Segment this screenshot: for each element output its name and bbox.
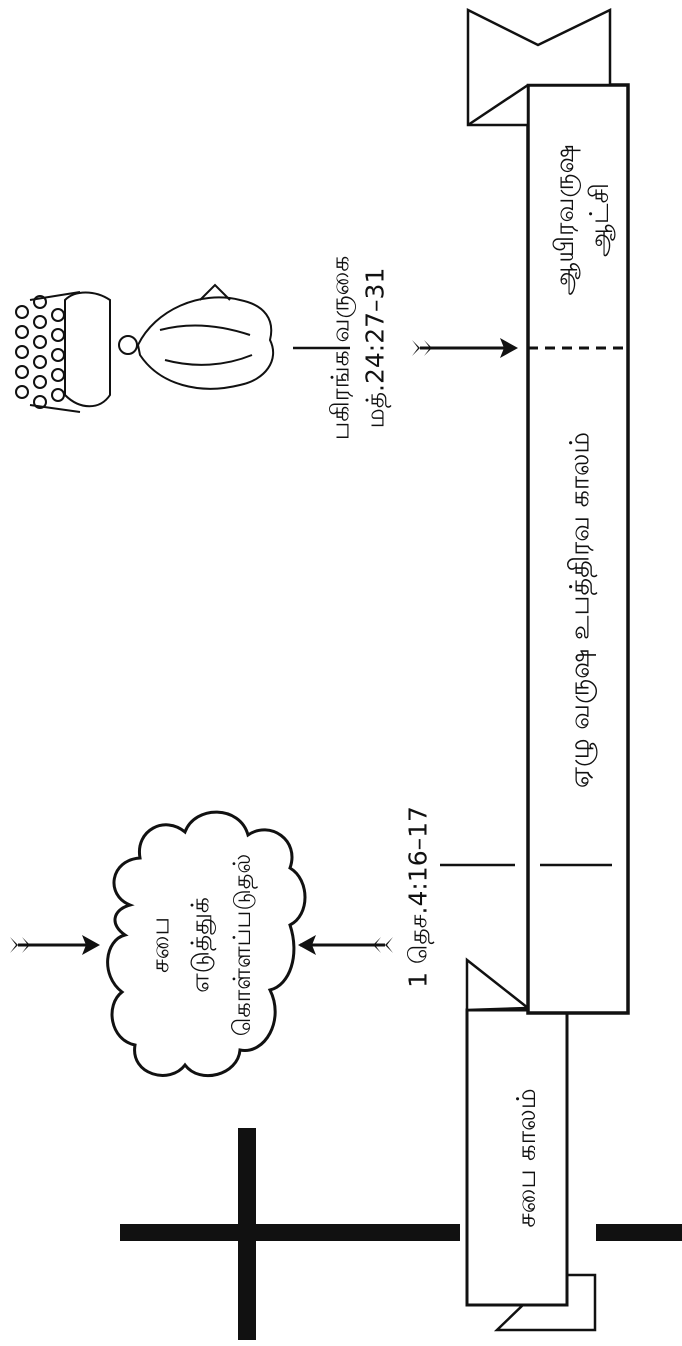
tribulation-label: ஏழு வருஷ உபத்திரவ காலம் bbox=[565, 432, 598, 788]
millennium-ribbon-tail bbox=[466, 7, 612, 127]
christ-with-saints-illustration bbox=[15, 283, 275, 413]
timeline-band-body bbox=[526, 83, 630, 1015]
cloud-icon bbox=[106, 810, 307, 1078]
arrow-icon bbox=[10, 935, 100, 955]
rapture-label-line3: கொள்ளப்படுதல் bbox=[228, 854, 258, 1037]
church-age-banner-fold bbox=[465, 957, 532, 1012]
millennium-label-line2: ஆட்சி bbox=[585, 183, 615, 257]
church-age-banner: சபை காலம் bbox=[465, 957, 597, 1332]
second-coming-label-line2: மத்.24:27–31 bbox=[361, 268, 392, 429]
rapture-label-line2: எடுத்துக் bbox=[186, 897, 217, 993]
rapture-reference: 1 தெச.4:16–17 bbox=[404, 806, 435, 988]
second-coming-label-line1: பகிரங்க வருகை bbox=[326, 256, 357, 441]
arrow-icon bbox=[412, 338, 518, 358]
second-coming-group: பகிரங்க வருகை மத்.24:27–31 bbox=[15, 256, 518, 441]
tribulation-millennium-band: ஏழு வருஷ உபத்திரவ காலம் ஆயிரவருஷ ஆட்சி bbox=[526, 83, 630, 1015]
cross-icon bbox=[120, 1128, 682, 1340]
rapture-label-line1: சபை bbox=[146, 917, 175, 973]
church-age-label: சபை காலம் bbox=[512, 1088, 542, 1227]
rapture-group: சபை எடுத்துக் கொள்ளப்படுதல் 1 தெச.4:16–1… bbox=[10, 806, 515, 1078]
church-age-banner-body bbox=[465, 1008, 569, 1307]
arrow-icon bbox=[298, 935, 393, 955]
millennium-label-line1: ஆயிரவருஷ bbox=[550, 144, 581, 295]
